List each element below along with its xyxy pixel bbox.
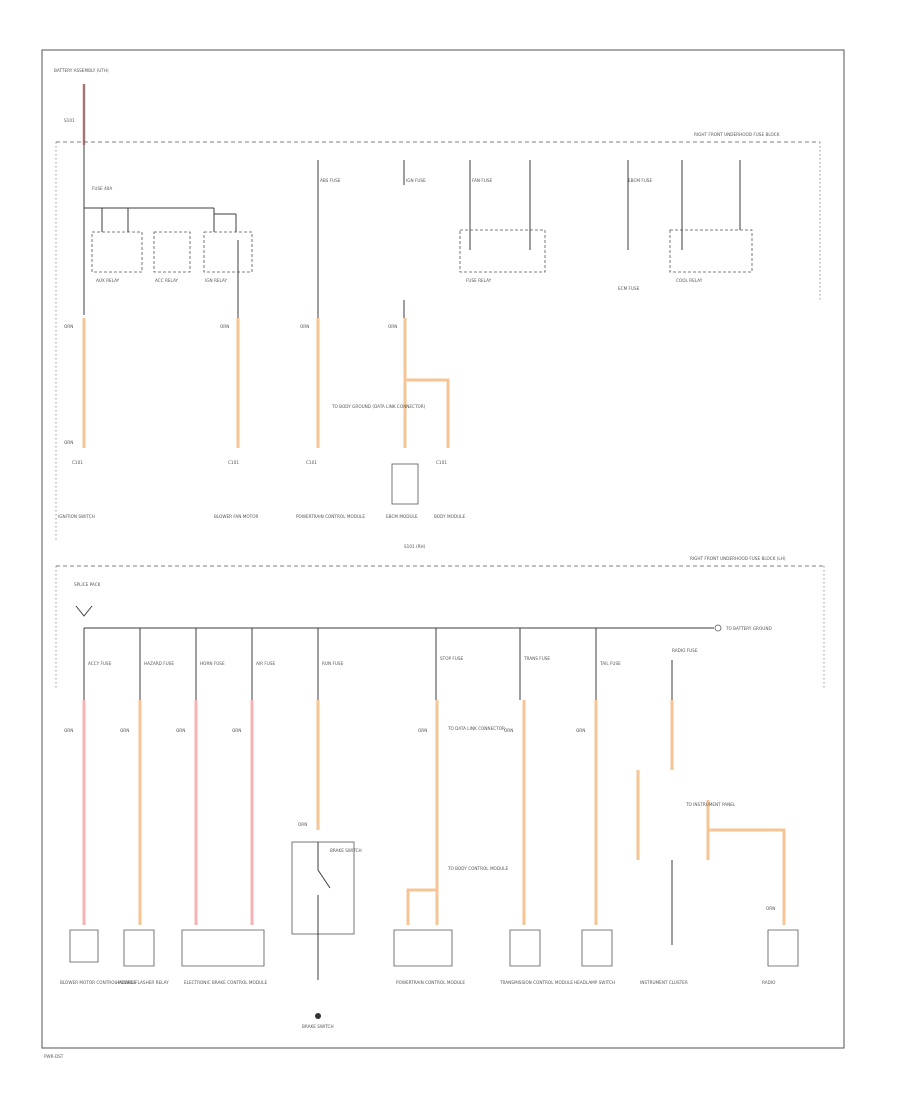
bwire-color-4: ORN <box>232 728 241 733</box>
relay-fuse <box>459 229 546 273</box>
relay-aux <box>91 231 143 273</box>
abs-fuse-label: ABS FUSE <box>320 178 341 183</box>
bottom-fuse-7: TRANS FUSE <box>523 656 550 661</box>
ground-terminal <box>714 624 722 632</box>
wire-color-5: ORN <box>64 440 73 445</box>
bottom-fuse-4: AIR FUSE <box>256 661 275 666</box>
bottom-load-5: POWERTRAIN CONTROL MODULE <box>396 980 465 985</box>
bottom-load-7: HEADLAMP SWITCH <box>574 980 615 985</box>
bottom-load-box-2 <box>123 929 155 967</box>
bwire-color-1: ORN <box>64 728 73 733</box>
wire-color-2: ORN <box>220 324 229 329</box>
bwire-9 <box>636 700 786 925</box>
top-bottom-caption: S101 (RH) <box>404 544 426 549</box>
connector-2: C101 <box>228 460 239 465</box>
bottom-fuse-5: RUN FUSE <box>322 661 344 666</box>
relay-cool <box>669 229 753 273</box>
wire-color-3: ORN <box>300 324 309 329</box>
top-annotation: TO BODY GROUND (DATA LINK CONNECTOR) <box>331 404 426 409</box>
bottom-fuse-8: TAIL FUSE <box>599 661 621 666</box>
top-load-3: POWERTRAIN CONTROL MODULE <box>296 514 365 519</box>
bwire-color-8: ORN <box>576 728 585 733</box>
bottom-load-box-8 <box>581 929 613 967</box>
bwire-color-7: ORN <box>504 728 513 733</box>
top-load-ebcm <box>391 463 419 505</box>
bottom-load-box-9 <box>767 929 799 967</box>
wire-color-1: ORN <box>64 324 73 329</box>
bottom-load-9: RADIO <box>762 980 776 985</box>
bottom-load-6: TRANSMISSION CONTROL MODULE <box>499 980 573 985</box>
bwire-color-2: ORN <box>120 728 129 733</box>
bottom-fuse-6: STOP FUSE <box>440 656 463 661</box>
top-load-4: EBCM MODULE <box>386 514 418 519</box>
battery-label: BATTERY ASSEMBLY (UTH) <box>54 68 109 73</box>
bottom-load-3: ELECTRONIC BRAKE CONTROL MODULE <box>184 980 267 985</box>
bwire-color-9: ORN <box>766 906 775 911</box>
relay-bus <box>84 207 237 240</box>
wire-dark-top <box>237 205 405 318</box>
relay-ign <box>203 231 253 273</box>
relay-acc-label: ACC RELAY <box>155 278 178 283</box>
bottom-load-1: BLOWER MOTOR CONTROL MODULE <box>60 980 137 985</box>
bwire-6 <box>406 700 439 925</box>
footer-code: PWR-DST <box>44 1054 64 1059</box>
splice-pack-label: SPLICE PACK <box>74 582 101 587</box>
relay-acc <box>153 231 191 273</box>
brake-switch-contacts <box>317 842 331 980</box>
relay-ign-label: IGN RELAY <box>205 278 227 283</box>
relay-aux-label: AUX RELAY <box>96 278 120 283</box>
bottom-fuse-9: RADIO FUSE <box>672 648 698 653</box>
splice-pack-arrow <box>75 605 93 617</box>
bottom-load-box-1 <box>69 929 99 963</box>
brake-ground <box>315 1013 321 1019</box>
bottom-load-box-3 <box>181 929 265 967</box>
bottom-annotation-2: TO BODY CONTROL MODULE <box>447 866 508 871</box>
bwire-color-3: ORN <box>176 728 185 733</box>
fan-fuse-label: FAN FUSE <box>472 178 492 183</box>
connector-1: C101 <box>72 460 83 465</box>
top-load-1: IGNITION SWITCH <box>58 514 95 519</box>
bwire-color-5: ORN <box>298 822 307 827</box>
wire-color-4: ORN <box>388 324 397 329</box>
bottom-load-box-6 <box>393 929 453 967</box>
bwire-color-6: ORN <box>418 728 427 733</box>
top-load-2: BLOWER FAN MOTOR <box>214 514 258 519</box>
ebcm-fuse-label: EBCM FUSE <box>628 178 652 183</box>
bottom-fuse-3: HORN FUSE <box>200 661 225 666</box>
bottom-load-8: INSTRUMENT CLUSTER <box>640 980 688 985</box>
ign-fuse-label: IGN FUSE <box>406 178 426 183</box>
splice-label: S101 <box>64 118 75 123</box>
bottom-annotation-3: TO INSTRUMENT PANEL <box>685 802 736 807</box>
relay-fuse-label: FUSE RELAY <box>466 278 492 283</box>
connector-3: C101 <box>306 460 317 465</box>
bottom-bus-label: RIGHT FRONT UNDERHOOD FUSE BLOCK (LH) <box>690 556 786 561</box>
bottom-load-box-7 <box>509 929 541 967</box>
connector-5: C101 <box>436 460 447 465</box>
brake-switch-box <box>291 841 355 935</box>
bottom-load-2: HAZARD FLASHER RELAY <box>116 980 169 985</box>
relay-cool-label: COOL RELAY <box>676 278 703 283</box>
diagram-frame <box>41 49 845 1049</box>
fuse-stubs-top <box>317 160 741 250</box>
top-load-5: BODY MODULE <box>434 514 466 519</box>
bottom-fuse-1: ACCY FUSE <box>88 661 112 666</box>
bottom-fuse-2: HAZARD FUSE <box>144 661 174 666</box>
top-bus-label: RIGHT FRONT UNDERHOOD FUSE BLOCK <box>694 132 780 137</box>
wire-orange-4 <box>403 318 450 448</box>
fuse-drops <box>83 628 673 700</box>
ground-label: TO BATTERY GROUND <box>725 626 772 631</box>
fuse-40a-label: FUSE 40A <box>92 186 112 191</box>
ecm-fuse-label: ECM FUSE <box>618 286 640 291</box>
bottom-annotation-1: TO DATA LINK CONNECTOR <box>447 726 505 731</box>
bottom-load-4: BRAKE SWITCH <box>302 1024 334 1029</box>
brake-switch-label: BRAKE SWITCH <box>330 848 362 853</box>
